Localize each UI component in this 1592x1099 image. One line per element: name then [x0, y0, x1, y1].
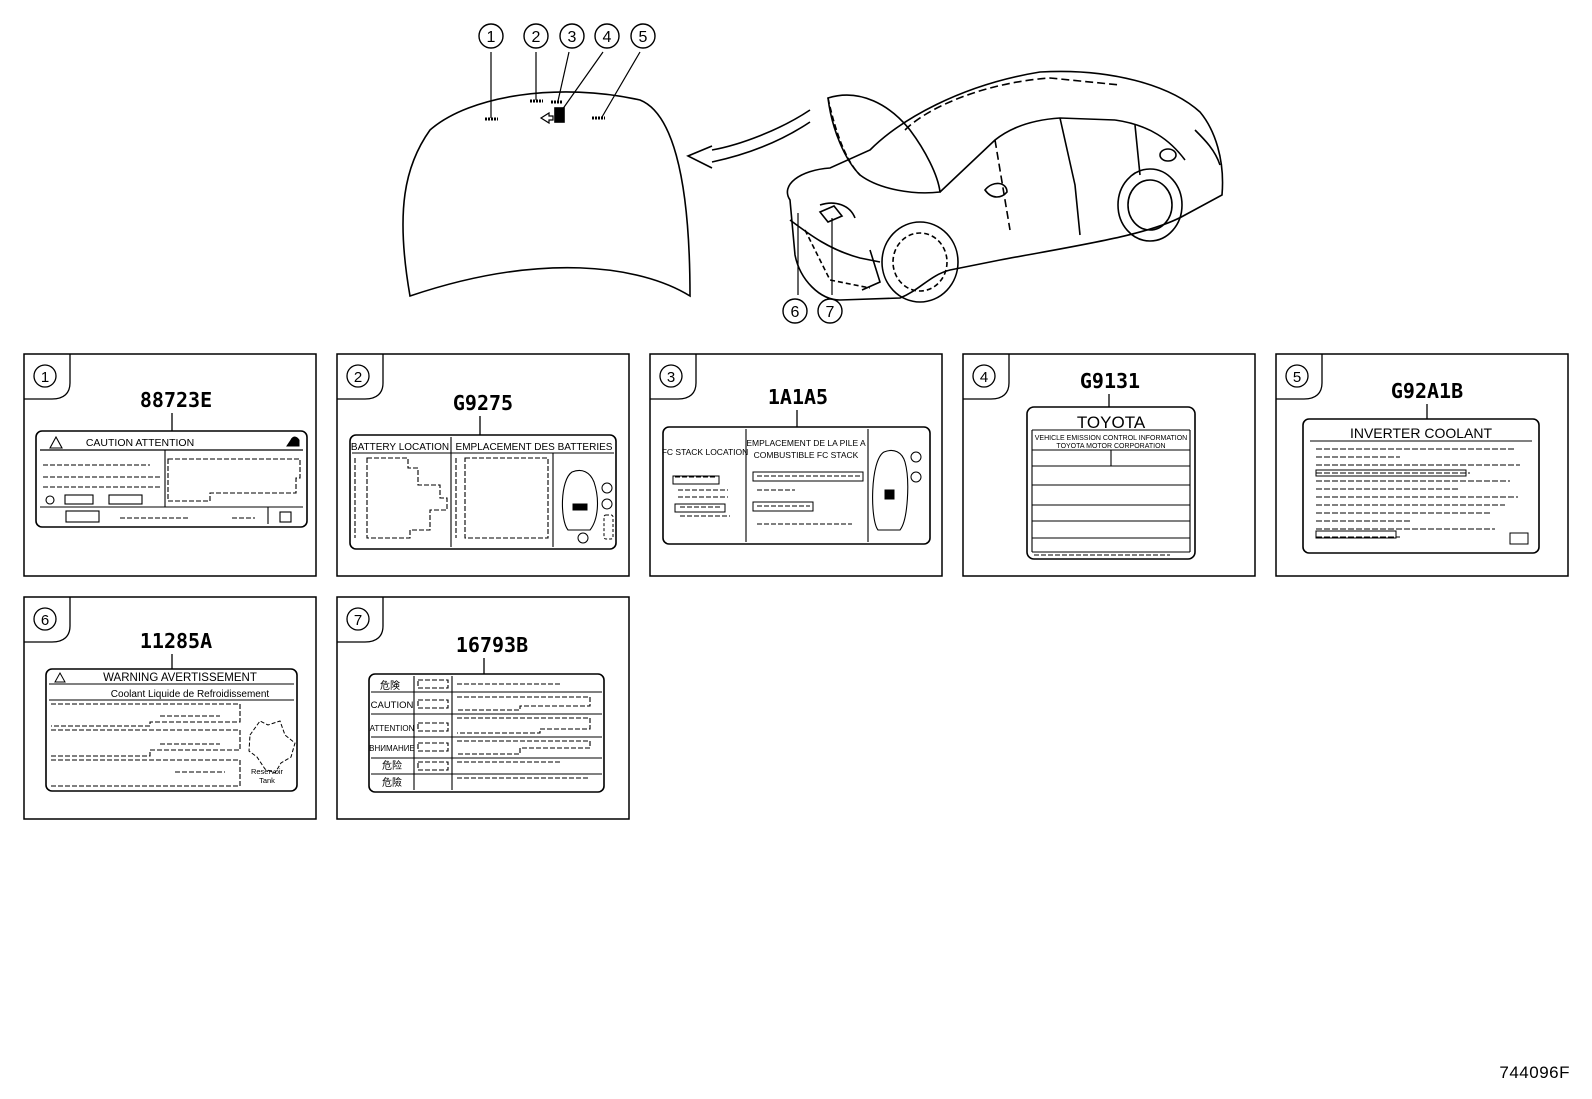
panel-2: 2 G9275 BATTERY LOCATION EMPLACEMENT DES…	[336, 353, 630, 577]
panel-3: 3 1A1A5	[649, 353, 943, 577]
panel-number: 7	[354, 612, 362, 629]
label-heading: WARNING AVERTISSEMENT	[103, 672, 257, 684]
label-heading: INVERTER COOLANT	[1350, 425, 1493, 441]
panel-number: 4	[980, 369, 988, 386]
part-number: 16793B	[456, 633, 528, 657]
svg-text:2: 2	[532, 29, 541, 46]
panel-number: 1	[41, 369, 49, 386]
callout-7: 7	[817, 298, 843, 324]
label-heading-en: BATTERY LOCATION	[351, 442, 449, 453]
svg-text:4: 4	[603, 29, 612, 46]
car-illustration	[786, 70, 1224, 303]
panel-number: 3	[667, 369, 675, 386]
callout-2: 2	[523, 23, 549, 49]
panel-5: 5 G92A1B INVERTER CO	[1275, 353, 1569, 577]
panel-6: 6 11285A WARNING AVERTISSEMENT Coolant L…	[23, 596, 317, 820]
label-heading: CAUTION ATTENTION	[86, 437, 194, 449]
label-line-2: TOYOTA MOTOR CORPORATION	[1056, 443, 1165, 450]
panel-7: 7 16793B	[336, 596, 630, 820]
label-row-4: ВНИМАНИЕ	[369, 744, 415, 753]
part-number: G9131	[1080, 369, 1140, 393]
label-16793B	[368, 673, 605, 793]
svg-text:3: 3	[568, 29, 577, 46]
figure-id: 744096F	[1499, 1063, 1570, 1082]
label-88723E	[35, 430, 308, 528]
label-row-6: 危險	[382, 776, 402, 789]
label-row-3: ATTENTION	[370, 724, 415, 733]
svg-text:5: 5	[639, 29, 648, 46]
part-number: 11285A	[140, 629, 212, 653]
part-number: 1A1A5	[768, 385, 828, 409]
panel-1: 1 88723E CAUTION ATTENTI	[23, 353, 317, 577]
svg-text:6: 6	[791, 304, 800, 321]
svg-text:7: 7	[826, 304, 835, 321]
panel-number: 2	[354, 369, 362, 386]
label-G9275	[349, 434, 617, 550]
label-reservoir: Reservoir	[251, 767, 284, 776]
arrow-icon	[686, 109, 811, 169]
label-row-1: 危険	[380, 680, 400, 692]
label-heading-fr: EMPLACEMENT DES BATTERIES	[456, 442, 613, 453]
svg-text:1: 1	[487, 29, 496, 46]
part-number: G9275	[453, 391, 513, 415]
label-heading-fr-1: EMPLACEMENT DE LA PILE A	[746, 438, 866, 448]
label-G92A1B	[1302, 418, 1540, 554]
label-row-2: CAUTION	[371, 700, 414, 711]
callout-1: 1	[478, 23, 504, 49]
label-row-5: 危险	[382, 759, 402, 772]
part-number: 88723E	[140, 388, 212, 412]
label-heading-fr-2: COMBUSTIBLE FC STACK	[754, 450, 859, 460]
panel-number: 6	[41, 612, 49, 629]
label-1A1A5	[662, 426, 931, 545]
part-number: G92A1B	[1391, 379, 1463, 403]
callout-5: 5	[630, 23, 656, 49]
label-line-1: VEHICLE EMISSION CONTROL INFORMATION	[1035, 435, 1187, 442]
label-11285A	[45, 668, 298, 792]
hood-illustration	[402, 51, 691, 298]
label-subheading: Coolant Liquide de Refroidissement	[111, 689, 270, 700]
callout-3: 3	[559, 23, 585, 49]
label-brand: TOYOTA	[1077, 413, 1146, 432]
label-G9131	[1026, 406, 1196, 560]
panel-4: 4 G9131 TOYOTA VEHICLE EMISSION CONTROL …	[962, 353, 1256, 577]
label-tank: Tank	[259, 776, 275, 785]
panel-number: 5	[1293, 369, 1301, 386]
callout-6: 6	[782, 298, 808, 324]
callout-4: 4	[594, 23, 620, 49]
label-heading-en: FC STACK LOCATION	[662, 447, 749, 457]
